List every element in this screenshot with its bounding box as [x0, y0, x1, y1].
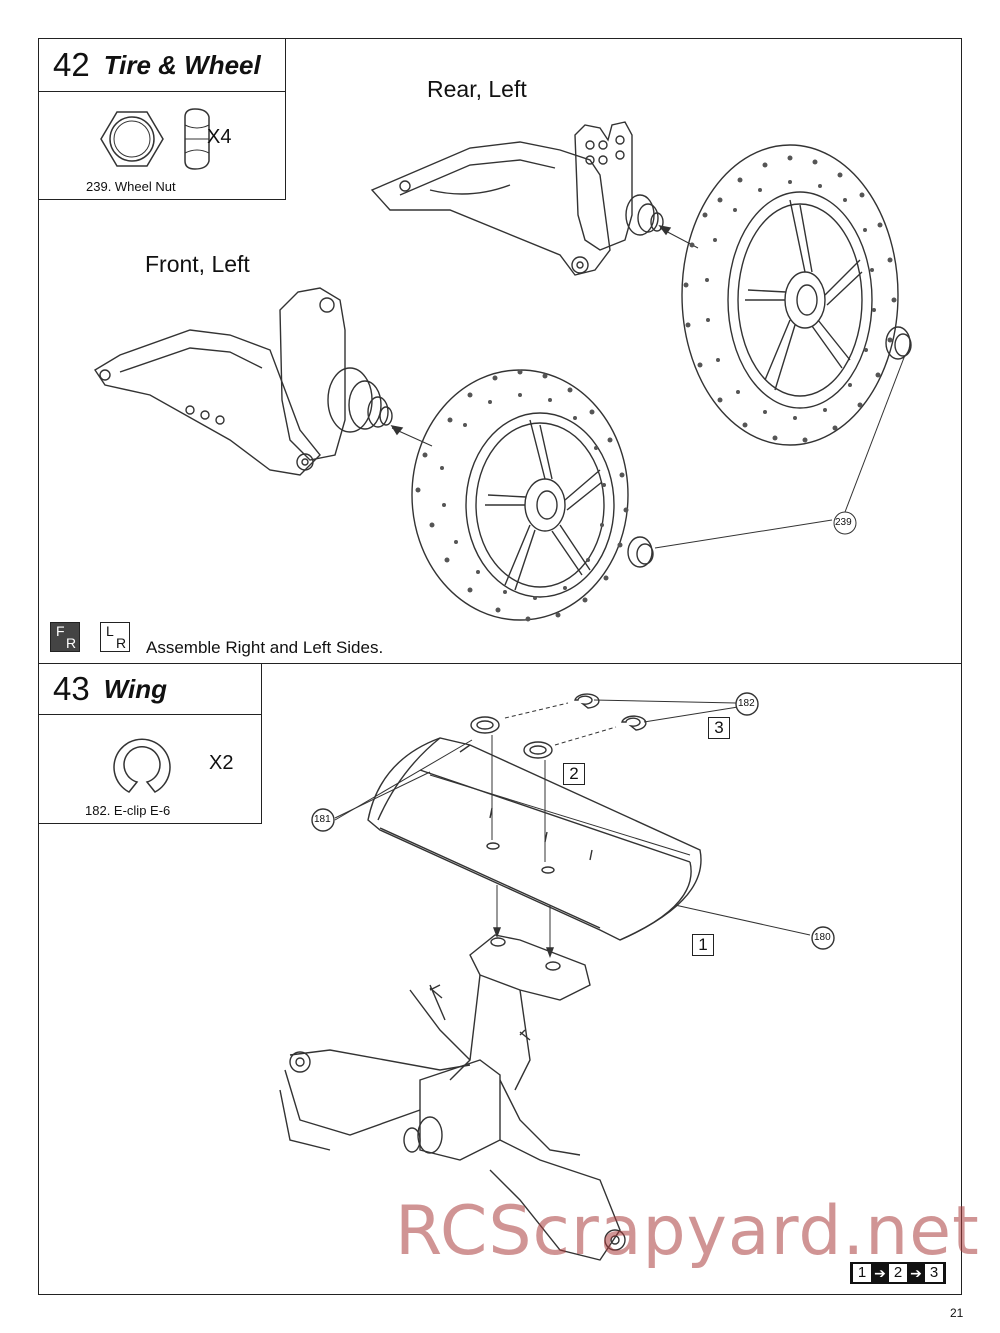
e-clip-icon [113, 738, 171, 793]
part-quantity: X2 [209, 752, 234, 774]
rear-tire-spikes [683, 155, 897, 443]
rear-left-label: Rear, Left [427, 76, 527, 102]
assembly-sequence: 1 ➔ 2 ➔ 3 [850, 1262, 946, 1284]
sequence-step-2: 2 [888, 1263, 908, 1283]
step-42-header: 42 Tire & Wheel [39, 39, 285, 92]
left-right-icon: L R [100, 622, 130, 652]
sequence-step-3: 3 [924, 1263, 944, 1283]
callout-239: 239 [835, 517, 852, 528]
step-number: 42 [53, 46, 90, 83]
callout-182: 182 [738, 698, 755, 709]
step-title: Wing [103, 673, 168, 704]
rear-arm-illustration [94, 121, 912, 622]
callout-181: 181 [314, 814, 331, 825]
front-rear-icon: F R [50, 622, 80, 652]
front-left-label: Front, Left [145, 251, 250, 277]
assembly-note: Assemble Right and Left Sides. [146, 638, 384, 657]
step-number: 43 [53, 670, 90, 707]
wheel-nut-icon [100, 108, 210, 170]
arrow-right-icon: ➔ [874, 1264, 886, 1281]
order-box-1: 1 [692, 934, 714, 956]
order-box-3: 3 [708, 717, 730, 739]
callout-180: 180 [814, 932, 831, 943]
step-43-parts-box: 43 Wing X2 182. E-clip E-6 [38, 663, 262, 824]
step-42-parts-box: 42 Tire & Wheel X4 239. Wheel Nut [38, 38, 286, 200]
step-43-header: 43 Wing [39, 664, 261, 715]
order-box-2: 2 [563, 763, 585, 785]
section-divider [38, 663, 962, 664]
arrow-right-icon: ➔ [910, 1264, 922, 1281]
sequence-step-1: 1 [852, 1263, 872, 1283]
part-caption: 182. E-clip E-6 [85, 803, 171, 818]
part-caption: 239. Wheel Nut [86, 179, 176, 194]
part-quantity: X4 [207, 126, 232, 148]
watermark: RCScrapyard.net [395, 1192, 980, 1271]
front-tire-spikes [415, 369, 629, 622]
page-number: 21 [950, 1306, 964, 1320]
step-title: Tire & Wheel [103, 49, 261, 80]
